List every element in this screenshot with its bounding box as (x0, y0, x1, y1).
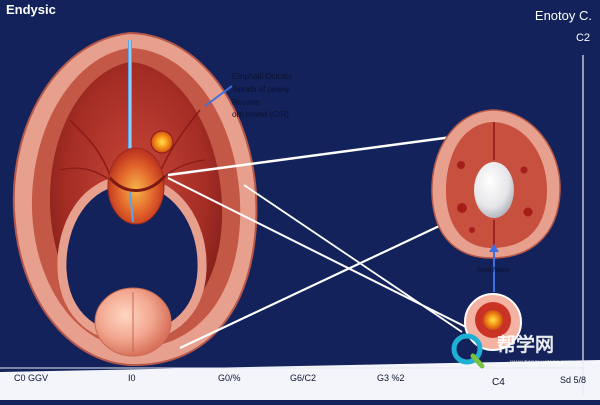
watermark-url: www.bangxuetang.com (510, 360, 573, 366)
annotation-line: Ernphalil Oclcats (232, 72, 293, 81)
lower-void (61, 180, 203, 338)
axis-tick-label: I0 (128, 373, 136, 383)
axis-tick-label: G6/C2 (290, 373, 317, 383)
connector-line (167, 135, 453, 177)
bulb-duct (129, 191, 134, 223)
spot (520, 166, 528, 174)
vessel (69, 119, 111, 176)
axis-tick-label: G3 %2 (377, 373, 405, 383)
central-bulb (107, 147, 165, 225)
blue-arrow-head (489, 244, 499, 252)
annotation-line: Rovane (232, 98, 260, 107)
vessel (161, 159, 206, 179)
axis-tick-label: G0/% (218, 373, 241, 383)
axis-tick-label: C4 (492, 377, 505, 388)
lesion-spot (150, 130, 174, 154)
axis-tick-label: C0 GGV (14, 373, 49, 383)
annotation-pointer (204, 85, 233, 107)
spot (457, 161, 465, 169)
annotation-line: orp brancl (C/R) (232, 110, 289, 119)
watermark-logo-icon (451, 333, 485, 369)
spot (523, 207, 533, 217)
left-organ (12, 31, 258, 367)
spot (469, 227, 475, 233)
lesion-core (483, 310, 503, 330)
title-right: Enotoy C. (534, 8, 592, 23)
watermark-text: 帮学网 (497, 334, 555, 356)
egg-core (474, 162, 514, 218)
vessel (59, 167, 111, 181)
bottom-band (0, 360, 600, 400)
lesion-detail (464, 293, 522, 351)
connector-line (243, 184, 463, 333)
axis-tick-label: Sd 5/8 (560, 375, 587, 385)
spot (457, 203, 467, 213)
annotation-line: Tetrath of peany (232, 85, 290, 94)
connector-line (179, 219, 453, 349)
arrow-label: Enol Noex (477, 267, 510, 274)
vessel (159, 109, 201, 173)
right-organ (431, 109, 561, 259)
title-left: Endysic (6, 2, 56, 17)
bulb-fold (108, 174, 167, 192)
subtitle-right: C2 (575, 32, 590, 44)
